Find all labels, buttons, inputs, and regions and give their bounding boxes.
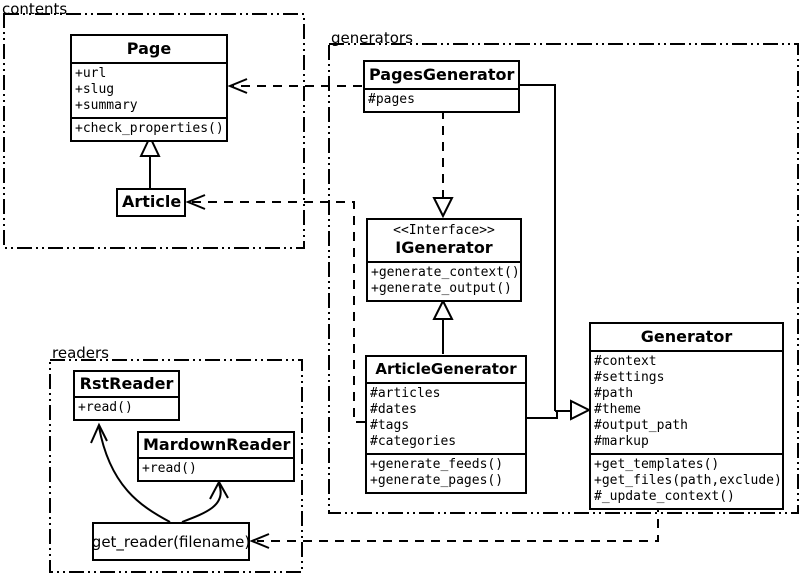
package-readers-border	[49, 359, 303, 573]
method: +generate_pages()	[370, 473, 504, 488]
method: #_update_context()	[594, 489, 735, 504]
get-reader-box: get_reader(filename)	[92, 522, 250, 561]
class-article-name: Article	[122, 192, 182, 211]
method: +generate_feeds()	[370, 457, 504, 472]
attribute: +summary	[75, 98, 138, 113]
class-article: Article	[116, 188, 186, 217]
attribute: #path	[594, 386, 634, 401]
package-generators-border	[328, 43, 799, 514]
class-pagesgenerator-name: PagesGenerator	[369, 65, 515, 84]
package-readers-label: readers	[52, 344, 109, 362]
class-articlegenerator-attributes: #articles #dates #tags #categories	[367, 382, 525, 453]
triangle-head-generator	[570, 399, 592, 421]
method: +check_properties()	[75, 121, 224, 136]
class-igenerator: <<Interface>> IGenerator +generate_conte…	[366, 218, 522, 302]
open-arrowhead-article	[185, 194, 206, 210]
method: +read()	[78, 400, 133, 415]
curve-getreader-to-rstreader	[98, 426, 171, 523]
class-page-methods: +check_properties()	[72, 117, 226, 140]
class-page: Page +url +slug +summary +check_properti…	[70, 34, 228, 142]
attribute: #dates	[370, 402, 417, 417]
triangle-head-page	[139, 134, 161, 157]
triangle-head-igenerator-top	[432, 197, 454, 219]
open-arrowhead-mardownreader	[209, 479, 229, 500]
class-articlegenerator-methods: +generate_feeds() +generate_pages()	[367, 453, 525, 492]
curve-getreader-to-mardownreader	[181, 483, 222, 523]
class-page-name: Page	[126, 39, 172, 58]
dependency-generator-to-getreader-line	[257, 503, 659, 542]
class-articlegenerator-name: ArticleGenerator	[375, 360, 517, 378]
attribute: #tags	[370, 418, 410, 433]
class-igenerator-stereotype: <<Interface>>	[393, 223, 495, 238]
attribute: #categories	[370, 434, 457, 449]
attribute: +url	[75, 66, 107, 81]
method: +read()	[142, 461, 197, 476]
class-igenerator-name: IGenerator	[395, 238, 493, 257]
class-mardownreader-name: MardownReader	[143, 435, 291, 454]
open-arrowhead-page	[227, 78, 248, 94]
method: +generate_context()	[371, 265, 520, 280]
class-articlegenerator: ArticleGenerator #articles #dates #tags …	[365, 355, 527, 494]
attribute: +slug	[75, 82, 115, 97]
class-rstreader: RstReader +read()	[73, 370, 180, 421]
class-mardownreader-methods: +read()	[139, 457, 293, 480]
attribute: #output_path	[594, 418, 688, 433]
attribute: #articles	[370, 386, 441, 401]
class-page-attributes: +url +slug +summary	[72, 62, 226, 117]
class-rstreader-methods: +read()	[75, 396, 178, 419]
dependency-articlegenerator-to-article-line	[192, 201, 365, 423]
class-pagesgenerator: PagesGenerator #pages	[363, 60, 520, 113]
class-pagesgenerator-attributes: #pages	[365, 88, 518, 111]
package-contents-border	[3, 13, 305, 249]
method: +generate_output()	[371, 281, 512, 296]
package-generators-label: generators	[331, 29, 413, 47]
method: +get_templates()	[594, 457, 720, 472]
attribute: #settings	[594, 370, 665, 385]
triangle-head-igenerator-bottom	[432, 298, 454, 320]
class-generator-attributes: #context #settings #path #theme #output_…	[591, 350, 782, 453]
package-contents-label: contents	[2, 0, 68, 18]
attribute: #pages	[368, 92, 415, 107]
get-reader-label: get_reader(filename)	[91, 532, 251, 551]
generalization-articlegenerator-to-generator-line	[527, 411, 558, 419]
attribute: #theme	[594, 402, 641, 417]
class-rstreader-name: RstReader	[79, 374, 174, 393]
open-arrowhead-getreader	[249, 533, 270, 549]
class-generator: Generator #context #settings #path #them…	[589, 322, 784, 510]
attribute: #markup	[594, 434, 649, 449]
class-igenerator-methods: +generate_context() +generate_output()	[368, 261, 520, 300]
class-mardownreader: MardownReader +read()	[137, 431, 295, 482]
open-arrowhead-rstreader	[90, 422, 108, 444]
method: +get_files(path,exclude)	[594, 473, 782, 488]
class-generator-name: Generator	[640, 327, 733, 346]
class-generator-methods: +get_templates() +get_files(path,exclude…	[591, 453, 782, 508]
attribute: #context	[594, 354, 657, 369]
generalization-pagesgenerator-to-generator-line	[520, 84, 556, 411]
